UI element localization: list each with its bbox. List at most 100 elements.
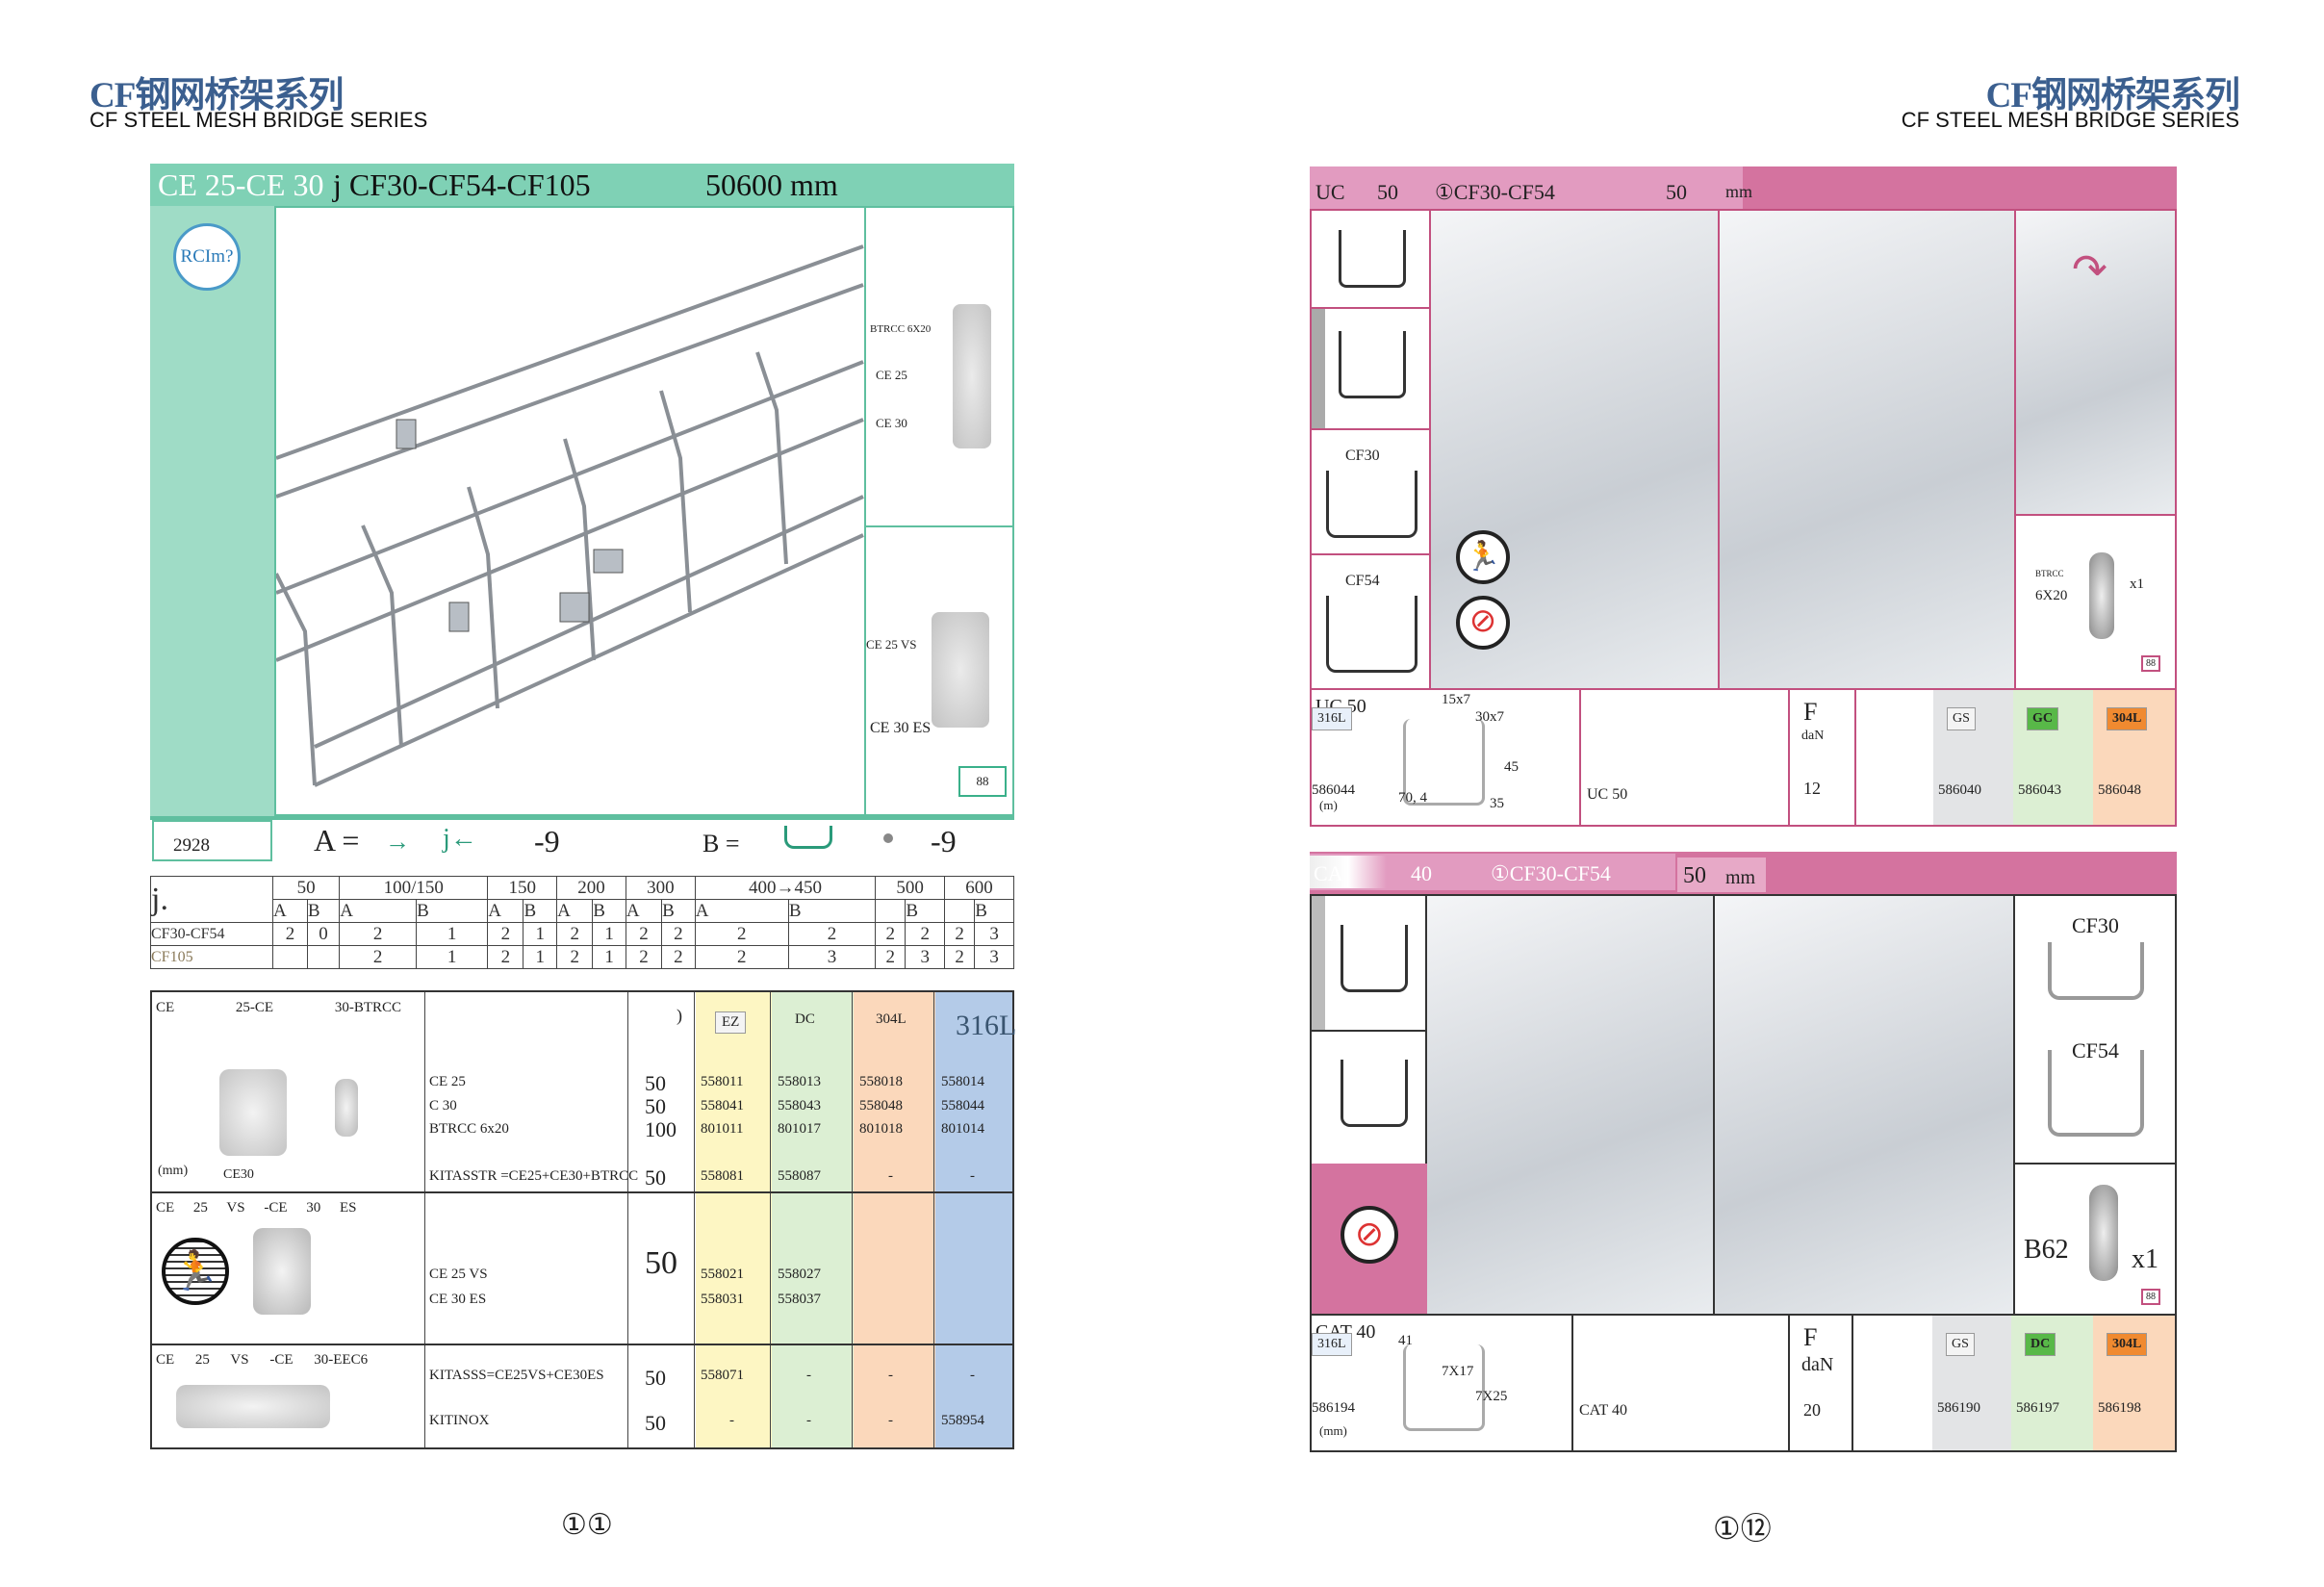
no-tool-icon: ⊘	[1341, 1206, 1398, 1264]
no-tool-icon: ⊘	[1456, 596, 1510, 650]
sub-header: A	[625, 899, 663, 923]
dimension-label: 15x7	[1442, 692, 1470, 707]
tray-section-icon	[784, 826, 832, 849]
formula-b-label: B =	[702, 830, 740, 857]
formula-a-label: A =	[314, 823, 360, 857]
label-ce25: CE 25	[876, 368, 907, 382]
bolt-icon	[2089, 552, 2114, 639]
part-code: 586048	[2098, 782, 2141, 798]
nut-icon	[883, 833, 893, 843]
book-reference-icon[interactable]: 88	[2141, 655, 2160, 672]
image-label-ce30: CE30	[223, 1167, 254, 1182]
finish-badge: 304L	[2107, 707, 2148, 730]
force-label: F	[1803, 1323, 1818, 1351]
finish-316l: 316L	[956, 1010, 1017, 1041]
book-reference-icon[interactable]: 88	[958, 766, 1007, 797]
sub-header: B	[523, 899, 558, 923]
item-qty: 100	[645, 1117, 677, 1141]
qty-cell: 1	[523, 922, 558, 946]
sub-header: B	[661, 899, 696, 923]
sub-header: B	[416, 899, 489, 923]
part-code: 558021	[701, 1267, 744, 1282]
dimension-label: 70, 4	[1398, 790, 1427, 806]
part-code: 586190	[1937, 1400, 1980, 1416]
product-description: UC 50	[1587, 786, 1628, 803]
qty-cell: 2	[625, 922, 663, 946]
dimension-label: 41	[1398, 1333, 1413, 1348]
row-label: CF105	[150, 945, 273, 969]
page-subtitle: CF STEEL MESH BRIDGE SERIES	[89, 108, 428, 132]
part-code: 558011	[701, 1074, 744, 1089]
table-corner: j.	[150, 876, 273, 923]
qty-cell: 2	[487, 922, 524, 946]
cf54-profile-icon	[1326, 596, 1417, 673]
sub-header: A	[694, 899, 789, 923]
qty-cell: 2	[694, 945, 789, 969]
part-code: 558018	[859, 1074, 903, 1089]
dimension-label: 35	[1490, 796, 1504, 811]
sub-header: A	[556, 899, 594, 923]
qty-cell: 1	[592, 945, 626, 969]
wire-mesh-tray-illustration	[274, 244, 864, 787]
cat-clip-icon	[1341, 1060, 1408, 1127]
part-code: -	[888, 1168, 893, 1184]
part-code: 586043	[2018, 782, 2061, 798]
logo: RCIm?	[173, 223, 241, 291]
qty-cell: 2	[905, 922, 946, 946]
item-qty: 50	[645, 1245, 677, 1281]
arrow-right-icon: →	[385, 828, 410, 856]
dimension-label: 7X25	[1475, 1389, 1508, 1404]
force-value: 20	[1803, 1400, 1821, 1420]
qty-cell: 2	[787, 922, 877, 946]
part-code: 801014	[941, 1121, 984, 1137]
qty-cell: 1	[523, 945, 558, 969]
components-side-panel: BTRCC 6X20 CE 25 CE 30 CE 25 VS CE 30 ES…	[864, 206, 1014, 816]
item-name: C 30	[429, 1098, 457, 1113]
item-qty: 50	[645, 1094, 666, 1118]
part-code: 558048	[859, 1098, 903, 1113]
section1-body: CF30 CF54 🏃 ⊘ ↷ BTRCC 6X20 x1 88 UC 50(m…	[1310, 209, 2177, 827]
item-name: KITASSS=CE25VS+CE30ES	[429, 1368, 604, 1383]
item-name: KITASSTR =CE25+CE30+BTRCC	[429, 1168, 639, 1184]
group2-heading: CE 25 VS -CE 30 ES	[156, 1200, 357, 1216]
part-code: 801017	[778, 1121, 821, 1137]
part-code: 558087	[778, 1168, 821, 1184]
qty-cell: 1	[416, 922, 489, 946]
page-subtitle-right: CF STEEL MESH BRIDGE SERIES	[1901, 108, 2239, 132]
qty-cell: 2	[944, 945, 976, 969]
qty-cell: 2	[661, 922, 696, 946]
dimension-label: 30x7	[1475, 709, 1504, 725]
header-qty: 50	[1683, 863, 1706, 888]
qty-cell: 2	[625, 945, 663, 969]
installation-photo-3	[1427, 896, 1713, 1314]
header-type: UC	[1315, 180, 1345, 204]
product-description: CAT 40	[1579, 1402, 1627, 1419]
formula-a-mid: j←	[443, 824, 477, 854]
rotation-detail-photo	[2016, 211, 2175, 514]
label-ce30es: CE 30 ES	[870, 720, 932, 736]
qty-cell: 2	[556, 922, 594, 946]
header-unit: mm	[1725, 182, 1753, 201]
page-number-left: ①①	[561, 1509, 613, 1541]
part-code: 558954	[941, 1413, 984, 1428]
ce-clamp-icon	[219, 1069, 287, 1156]
rotate-arrow-icon: ↷	[2072, 246, 2107, 294]
finish-badge: 316L	[1312, 1333, 1352, 1356]
bolt-icon	[2089, 1185, 2118, 1281]
part-code: 586040	[1938, 782, 1981, 798]
page-title-cn-right: CF钢网桥架系列	[1985, 76, 2240, 115]
quantity-spec-table: j. 50 100/150 150 200 300 400→450 500 60…	[150, 876, 1014, 969]
item-name: CE 30 ES	[429, 1292, 487, 1307]
qty-cell: 2	[339, 922, 418, 946]
force-value: 12	[1803, 779, 1821, 798]
qty-cell: 2	[875, 922, 907, 946]
book-reference-icon[interactable]: 88	[2141, 1289, 2160, 1305]
sub-header: B	[306, 899, 341, 923]
qty-cell: 0	[306, 922, 341, 946]
finish-dc: DC	[795, 1011, 815, 1027]
part-code: 801011	[701, 1121, 744, 1137]
force-unit: daN	[1801, 1354, 1834, 1375]
